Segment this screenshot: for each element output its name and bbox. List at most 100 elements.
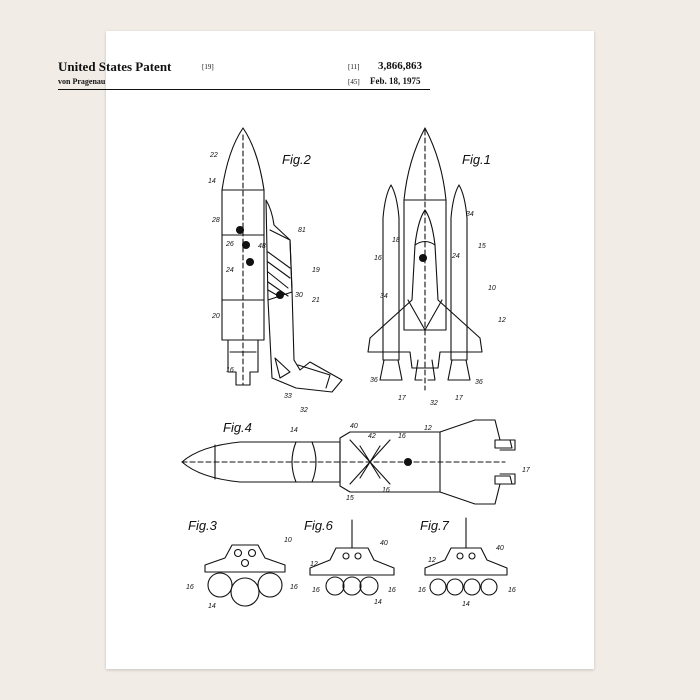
ref-14-fig3: 14 (208, 603, 216, 610)
ref-14: 14 (208, 178, 216, 185)
ref-26: 26 (225, 241, 234, 248)
fig2-label: Fig.2 (282, 152, 312, 167)
ref-10: 10 (488, 285, 496, 292)
fig6-engine-1 (342, 552, 350, 560)
attach-point-4 (275, 290, 285, 300)
fig1-label: Fig.1 (462, 152, 491, 167)
fig6-orbiter-rear (309, 547, 395, 576)
ref-32: 32 (300, 407, 308, 414)
ref-10-fig3: 10 (284, 537, 292, 544)
ref-17: 17 (398, 395, 407, 402)
hatching (267, 251, 291, 299)
ref-16-fig6a: 16 (312, 587, 320, 594)
ref-32b: 32 (430, 400, 438, 407)
ref-28: 28 (211, 217, 220, 224)
ref-16-fig7a: 16 (418, 587, 426, 594)
orbiter-side-shape (265, 199, 343, 393)
patent-title: United States Patent (58, 59, 172, 74)
patent-date: Feb. 18, 1975 (370, 76, 421, 86)
fig7-label: Fig.7 (420, 518, 450, 533)
fig7-engine-2 (468, 552, 476, 560)
ref-16-fig3a: 16 (186, 584, 194, 591)
fig4-attach-point (403, 457, 413, 467)
front-tank-shape (403, 127, 447, 331)
fig6-booster-1 (325, 576, 345, 596)
ref-20: 20 (211, 313, 220, 320)
ref-12: 12 (498, 317, 506, 324)
patent-number-bracket-code: [11] (348, 63, 360, 71)
ref-18: 18 (392, 237, 400, 244)
aft-engines (494, 439, 513, 485)
fig6-booster-2 (342, 576, 362, 596)
fig3-label: Fig.3 (188, 518, 218, 533)
fig7-booster-2 (446, 578, 464, 596)
orbiter-delta-wing (367, 209, 483, 369)
date-bracket-code: [45] (348, 78, 360, 86)
ref-12-fig7: 12 (428, 557, 436, 564)
fig7-orbiter-rear (424, 547, 508, 576)
orbiter-engines (414, 359, 436, 381)
orbiter-tail (297, 364, 331, 389)
attach-point-2 (241, 240, 251, 250)
figure-7-rear-view (424, 517, 508, 596)
engine-bell (274, 357, 291, 379)
ref-15: 15 (478, 243, 486, 250)
fig7-booster-1 (429, 578, 447, 596)
figure-3-rear-view (204, 544, 286, 607)
fig3-engine-2 (247, 548, 257, 558)
fig7-booster-4 (480, 578, 498, 596)
ref-16: 16 (226, 367, 234, 374)
ref-16-fig6b: 16 (388, 587, 396, 594)
ref-19: 19 (312, 267, 320, 274)
ref-24b: 24 (451, 253, 460, 260)
figure-2-side-view (221, 127, 343, 393)
ref-24: 24 (225, 267, 234, 274)
front-attach-point (418, 253, 428, 263)
figure-1-front-view (367, 127, 483, 391)
ref-16b: 16 (374, 255, 382, 262)
ref-36: 36 (370, 377, 378, 384)
attach-point-3 (245, 257, 255, 267)
fig3-left-booster (207, 572, 233, 598)
attach-point-1 (235, 225, 245, 235)
fig3-tank (230, 577, 260, 607)
fig6-engine-2 (354, 552, 362, 560)
right-booster-nozzle (447, 359, 471, 381)
ref-42: 42 (368, 433, 376, 440)
cross-bracing (349, 439, 391, 485)
tank-dome-1 (291, 441, 297, 483)
booster-nozzle-shape (227, 339, 259, 386)
fig3-right-booster (257, 572, 283, 598)
figure-6-rear-view (309, 519, 395, 596)
fig4-label: Fig.4 (223, 420, 252, 435)
ref-17-fig4: 17 (522, 467, 531, 474)
ref-36b: 36 (475, 379, 483, 386)
fig7-engine-1 (456, 552, 464, 560)
left-booster-nozzle (379, 359, 403, 381)
ref-22: 22 (209, 152, 218, 159)
ref-40-fig7: 40 (496, 545, 504, 552)
ref-40-fig6: 40 (380, 540, 388, 547)
ref-33: 33 (284, 393, 292, 400)
figure-4-horizontal-view (181, 419, 516, 505)
ref-14-fig6: 14 (374, 599, 382, 606)
tank-dome-2 (311, 441, 317, 483)
title-bracket-code: [19] (202, 63, 214, 71)
fig3-orbiter-rear (204, 544, 286, 573)
fig6-booster-3 (359, 576, 379, 596)
ref-48: 48 (258, 243, 266, 250)
patent-number: 3,866,863 (378, 60, 422, 72)
left-booster (382, 184, 400, 361)
ref-34: 34 (466, 211, 474, 218)
external-tank-shape (221, 127, 265, 341)
ref-15-fig4: 15 (346, 495, 354, 502)
ref-12-fig6: 12 (310, 561, 318, 568)
orbiter-body-line (407, 299, 443, 331)
ref-14-fig7: 14 (462, 601, 470, 608)
ref-40: 40 (350, 423, 358, 430)
ref-16-fig4: 16 (398, 433, 406, 440)
ref-21: 21 (311, 297, 320, 304)
fig6-label: Fig.6 (304, 518, 334, 533)
inventor-name: von Pragenau (58, 77, 106, 86)
